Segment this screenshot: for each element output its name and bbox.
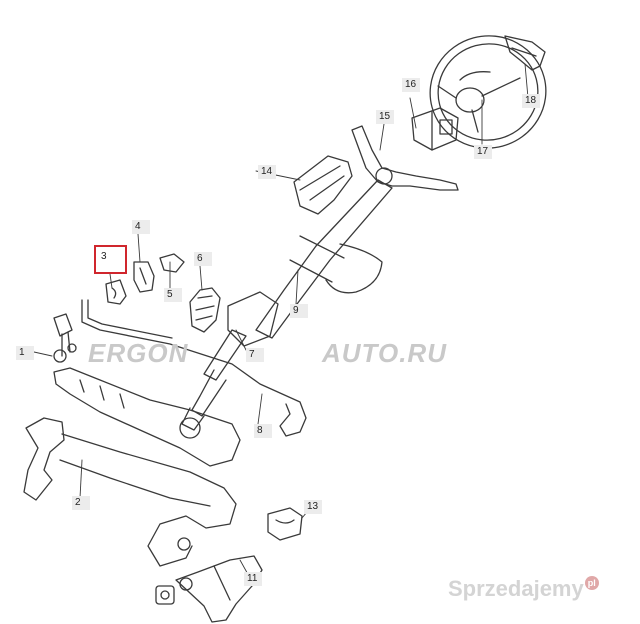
callout-2: 2 xyxy=(72,496,90,510)
wheel-trim-piece xyxy=(504,35,546,71)
callout-6: 6 xyxy=(194,252,212,266)
site-brand-suffix: pl xyxy=(584,576,599,590)
stabilizer-link xyxy=(53,313,77,363)
column-boot xyxy=(189,287,221,333)
mount xyxy=(267,507,303,541)
steering-wheel xyxy=(429,35,547,149)
column-shroud xyxy=(293,155,353,215)
steering-column-shaft xyxy=(227,179,393,347)
watermark-left: ERGON xyxy=(88,338,189,368)
bracket xyxy=(159,253,185,273)
switch-module xyxy=(411,107,459,151)
callout-9: 9 xyxy=(290,304,308,318)
callout-14: 14 xyxy=(258,165,276,179)
stabilizer-bar xyxy=(81,299,307,437)
callout-3-highlighted: 3 xyxy=(94,245,127,274)
callout-7: 7 xyxy=(246,348,264,362)
callout-5: 5 xyxy=(164,288,182,302)
stabilizer-bush xyxy=(105,279,127,305)
callout-18: 18 xyxy=(522,94,540,108)
callout-11: 11 xyxy=(244,572,262,586)
callout-4: 4 xyxy=(132,220,150,234)
callout-16: 16 xyxy=(402,78,420,92)
site-brand-text: Sprzedajemy xyxy=(448,576,584,601)
combination-switch xyxy=(351,125,459,191)
nut xyxy=(155,585,175,605)
callout-17: 17 xyxy=(474,145,492,159)
callout-13: 13 xyxy=(304,500,322,514)
callout-1: 1 xyxy=(16,346,34,360)
bush-clamp xyxy=(133,261,155,293)
subframe xyxy=(23,417,237,567)
watermark-right: AUTO.RU xyxy=(322,338,447,368)
callout-8: 8 xyxy=(254,424,272,438)
steering-rack xyxy=(53,367,241,467)
control-arm xyxy=(175,555,263,623)
intermediate-shaft xyxy=(181,329,247,431)
callout-15: 15 xyxy=(376,110,394,124)
